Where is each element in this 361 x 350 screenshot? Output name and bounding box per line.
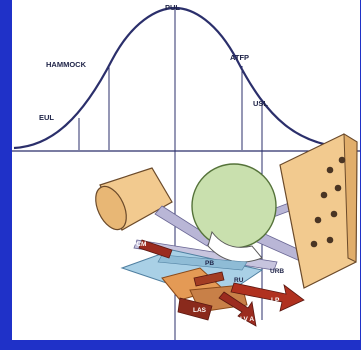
lp-arrow [230, 282, 305, 312]
label-las: LAS [193, 307, 207, 314]
muscle-forces [138, 239, 305, 327]
pelvic-anatomy-illustration: PCM PB PB LP LV A LAS RU URB [95, 133, 358, 327]
label-pb-lower: PB [158, 286, 167, 293]
label-atfp: ATFP [230, 53, 249, 62]
pubic-bone [95, 167, 173, 231]
pb-muscle [193, 271, 225, 287]
label-pcm: PCM [132, 241, 146, 248]
bladder [191, 163, 277, 263]
label-lva: LV A [240, 316, 254, 323]
label-usl: USL [253, 99, 268, 108]
label-pb: PB [205, 260, 214, 267]
lma-arrow [218, 291, 257, 327]
sacrum [279, 133, 358, 289]
pelvic-floor-diagram: PUL HAMMOCK EUL ATFP USL [12, 3, 360, 340]
label-pul: PUL [165, 3, 180, 12]
label-ru: RU [234, 277, 244, 284]
pcm-force [138, 239, 173, 259]
las-muscle [177, 297, 213, 321]
diagram-panel: PUL HAMMOCK EUL ATFP USL [12, 0, 360, 340]
support-bell-curve [13, 6, 353, 150]
sacral-foramina [310, 156, 346, 248]
label-eul: EUL [39, 113, 54, 122]
support-curve: PUL HAMMOCK EUL ATFP USL [12, 3, 360, 340]
label-urb: URB [270, 268, 284, 275]
label-hammock: HAMMOCK [46, 60, 87, 69]
label-lp: LP [271, 297, 280, 304]
